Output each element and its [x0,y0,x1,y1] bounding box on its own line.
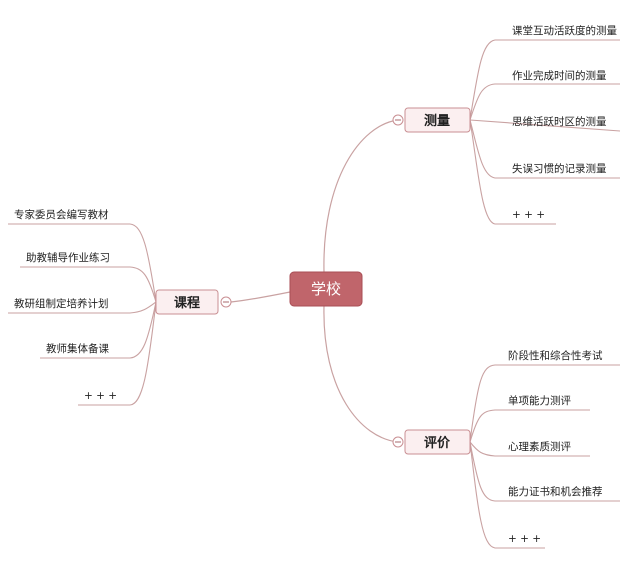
course-connectors [8,223,157,406]
leaf-evaluation-3[interactable]: 心理素质测评 [508,440,571,453]
branch-evaluation-label: 评价 [424,436,451,451]
leaf-course-2[interactable]: 助教辅导作业练习 [26,251,110,264]
collapse-toggles [220,114,404,448]
leaf-measure-4[interactable]: 失误习惯的记录测量 [512,162,607,175]
evaluation-leaves: 阶段性和综合性考试 单项能力测评 心理素质测评 能力证书和机会推荐 + + + [508,349,603,545]
evaluation-connectors [469,364,620,549]
leaf-evaluation-1[interactable]: 阶段性和综合性考试 [508,349,603,362]
connector-root-measure [323,119,399,273]
branch-evaluation[interactable]: 评价 [404,429,471,455]
leaf-measure-more[interactable]: + + + [512,209,545,221]
leaf-course-more[interactable]: + + + [84,390,117,402]
measure-leaves: 课堂互动活跃度的测量 作业完成时间的测量 思维活跃时区的测量 失误习惯的记录测量… [512,24,617,221]
course-leaves: 专家委员会编写教材 助教辅导作业练习 教研组制定培养计划 教师集体备课 + + … [14,208,117,402]
leaf-course-1[interactable]: 专家委员会编写教材 [14,208,109,221]
leaf-evaluation-4[interactable]: 能力证书和机会推荐 [508,485,603,498]
leaf-measure-2[interactable]: 作业完成时间的测量 [512,69,607,82]
root-node[interactable]: 学校 [289,271,363,307]
branch-measure-label: 测量 [424,113,450,129]
connector-root-evaluation [323,305,399,443]
connector-root-course [230,291,291,303]
root-label: 学校 [311,280,341,298]
leaf-course-3[interactable]: 教研组制定培养计划 [14,297,109,310]
measure-connectors [469,39,621,225]
root-connectors [230,119,399,443]
branch-course-label: 课程 [174,296,200,311]
leaf-course-4[interactable]: 教师集体备课 [46,342,109,355]
leaf-measure-1[interactable]: 课堂互动活跃度的测量 [512,24,617,37]
leaf-measure-3[interactable]: 思维活跃时区的测量 [512,115,607,128]
branch-measure[interactable]: 测量 [404,107,471,133]
evaluation-collapse-toggle[interactable] [392,436,404,448]
measure-collapse-toggle[interactable] [392,114,404,126]
leaf-evaluation-2[interactable]: 单项能力测评 [508,394,571,407]
course-collapse-toggle[interactable] [220,296,232,308]
branch-course[interactable]: 课程 [155,289,219,315]
leaf-evaluation-more[interactable]: + + + [508,533,541,545]
